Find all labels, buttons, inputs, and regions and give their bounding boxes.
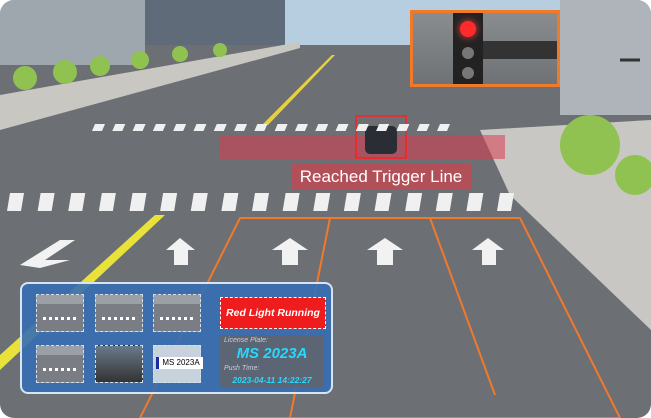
crosswalk-stripe xyxy=(173,124,187,131)
center-line xyxy=(262,55,335,125)
crosswalk-stripe xyxy=(221,193,239,211)
building-right xyxy=(560,0,651,115)
traffic-light-inset xyxy=(410,10,560,87)
crosswalk-stripe xyxy=(282,193,300,211)
crosswalk-stripe xyxy=(343,193,361,211)
crosswalk-stripe xyxy=(160,193,178,211)
crosswalk-stripe xyxy=(68,193,86,211)
crosswalk-stripe xyxy=(234,124,248,131)
sidewalk-left xyxy=(0,42,300,130)
crosswalk-stripe xyxy=(396,124,410,131)
building-left xyxy=(0,0,145,65)
crosswalk-stripe xyxy=(416,124,430,131)
crosswalk-stripe xyxy=(466,193,484,211)
detected-car xyxy=(365,126,397,154)
plate-crop-text: MS 2023A xyxy=(156,357,203,369)
crosswalk-stripe xyxy=(129,193,147,211)
license-plate-label: License Plate: xyxy=(224,337,268,344)
violation-panel: MS 2023A Red Light Running License Plate… xyxy=(20,282,333,394)
red-light-icon xyxy=(460,21,476,37)
crosswalk-stripe xyxy=(294,124,308,131)
crosswalk-stripe xyxy=(376,124,390,131)
crosswalk-stripe xyxy=(335,124,349,131)
crosswalk-stripe xyxy=(92,124,105,131)
trigger-line-label: Reached Trigger Line xyxy=(291,164,471,190)
crosswalk-stripe xyxy=(274,124,288,131)
license-plate-value: MS 2023A xyxy=(236,345,308,362)
crosswalk-stripe xyxy=(7,193,24,211)
sidewalk-right xyxy=(480,120,651,330)
snapshot-thumb-2[interactable] xyxy=(95,294,143,332)
detected-car-box xyxy=(355,115,407,159)
crosswalk-stripe xyxy=(112,124,126,131)
light-pole xyxy=(483,41,557,59)
snapshot-thumb-1[interactable] xyxy=(36,294,84,332)
crosswalk-stripe xyxy=(254,124,268,131)
crosswalk-stripe xyxy=(435,193,453,211)
amber-light-icon xyxy=(462,47,474,59)
building-left-2 xyxy=(145,0,285,45)
crosswalk-stripe xyxy=(193,124,207,131)
crosswalk-stripe xyxy=(190,193,208,211)
crosswalk-stripe xyxy=(315,124,329,131)
trigger-zone xyxy=(220,135,505,159)
crosswalk-stripe xyxy=(313,193,331,211)
crosswalk-stripe xyxy=(405,193,423,211)
crosswalk-stripe xyxy=(355,124,369,131)
snapshot-thumb-3[interactable] xyxy=(153,294,201,332)
crosswalk-stripe xyxy=(497,193,514,211)
green-light-icon xyxy=(462,67,474,79)
crosswalk-stripe xyxy=(252,193,269,211)
crosswalk-stripe xyxy=(98,193,116,211)
lane-arrows xyxy=(20,238,504,268)
traffic-light-housing xyxy=(453,13,483,84)
red-light-running-alert: Red Light Running xyxy=(220,297,326,329)
violation-info-box: License Plate: MS 2023A Push Time: 2023-… xyxy=(220,335,324,387)
crosswalk-stripe xyxy=(213,124,227,131)
crosswalk-stripe xyxy=(132,124,146,131)
crosswalk-stripe xyxy=(374,193,392,211)
snapshot-thumb-4[interactable] xyxy=(36,345,84,383)
push-time-value: 2023-04-11 14:22:27 xyxy=(232,375,312,385)
trees xyxy=(13,43,651,195)
crosswalk-stripe xyxy=(37,193,55,211)
crosswalk-stripe xyxy=(437,124,450,131)
crosswalk-stripe xyxy=(152,124,166,131)
vehicle-closeup[interactable] xyxy=(95,345,143,383)
push-time-label: Push Time: xyxy=(224,365,260,372)
